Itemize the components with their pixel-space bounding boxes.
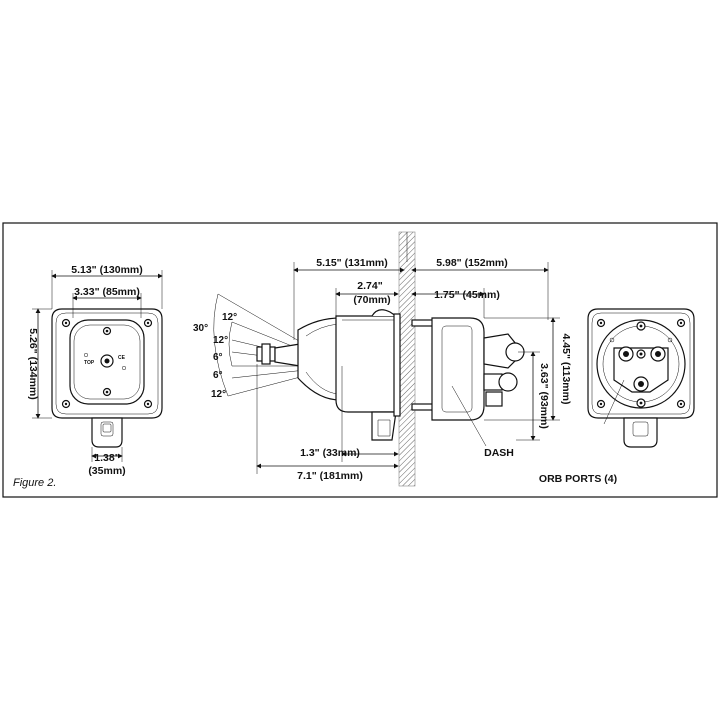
side-view <box>213 293 525 441</box>
angle-up-12-inner: 12° <box>213 335 228 346</box>
rear-view <box>587 308 695 448</box>
flange-depth-in-label: 2.74" <box>357 280 382 292</box>
figure-caption: Figure 2. <box>13 477 56 489</box>
side-view-dimension-lines <box>256 232 560 474</box>
shaft-offset-label: 1.3" (33mm) <box>300 447 360 459</box>
port-width-label: 1.38" <box>94 452 119 464</box>
angle-up-30: 30° <box>193 323 208 334</box>
rear-length-label: 5.98" (152mm) <box>436 257 508 269</box>
front-length-label: 5.15" (131mm) <box>316 257 388 269</box>
angle-up-12-outer: 12° <box>222 312 237 323</box>
port-width-mm-label: (35mm) <box>88 465 125 477</box>
overall-width-label: 5.13" (130mm) <box>71 264 143 276</box>
front-view <box>51 308 163 448</box>
total-length-label: 7.1" (181mm) <box>297 470 363 482</box>
dash-label: DASH <box>484 447 514 459</box>
rear-depth-label: 1.75" (45mm) <box>434 289 500 301</box>
orb-ports-label: ORB PORTS (4) <box>539 473 617 485</box>
rear-height-label: 4.45" (113mm) <box>560 334 572 405</box>
angle-up-6: 6° <box>213 352 223 363</box>
ce-mark: CE <box>118 355 126 361</box>
top-mark: TOP <box>84 360 95 366</box>
flange-depth-mm-label: (70mm) <box>353 294 390 306</box>
overall-height-label: 5.26" (134mm) <box>27 328 39 400</box>
port-spacing-label: 3.63" (93mm) <box>538 363 550 429</box>
angle-down-6: 6° <box>213 370 223 381</box>
angle-down-12: 12° <box>211 389 226 400</box>
flange-width-label: 3.33" (85mm) <box>74 286 140 298</box>
front-view-dimension-lines <box>32 270 163 462</box>
